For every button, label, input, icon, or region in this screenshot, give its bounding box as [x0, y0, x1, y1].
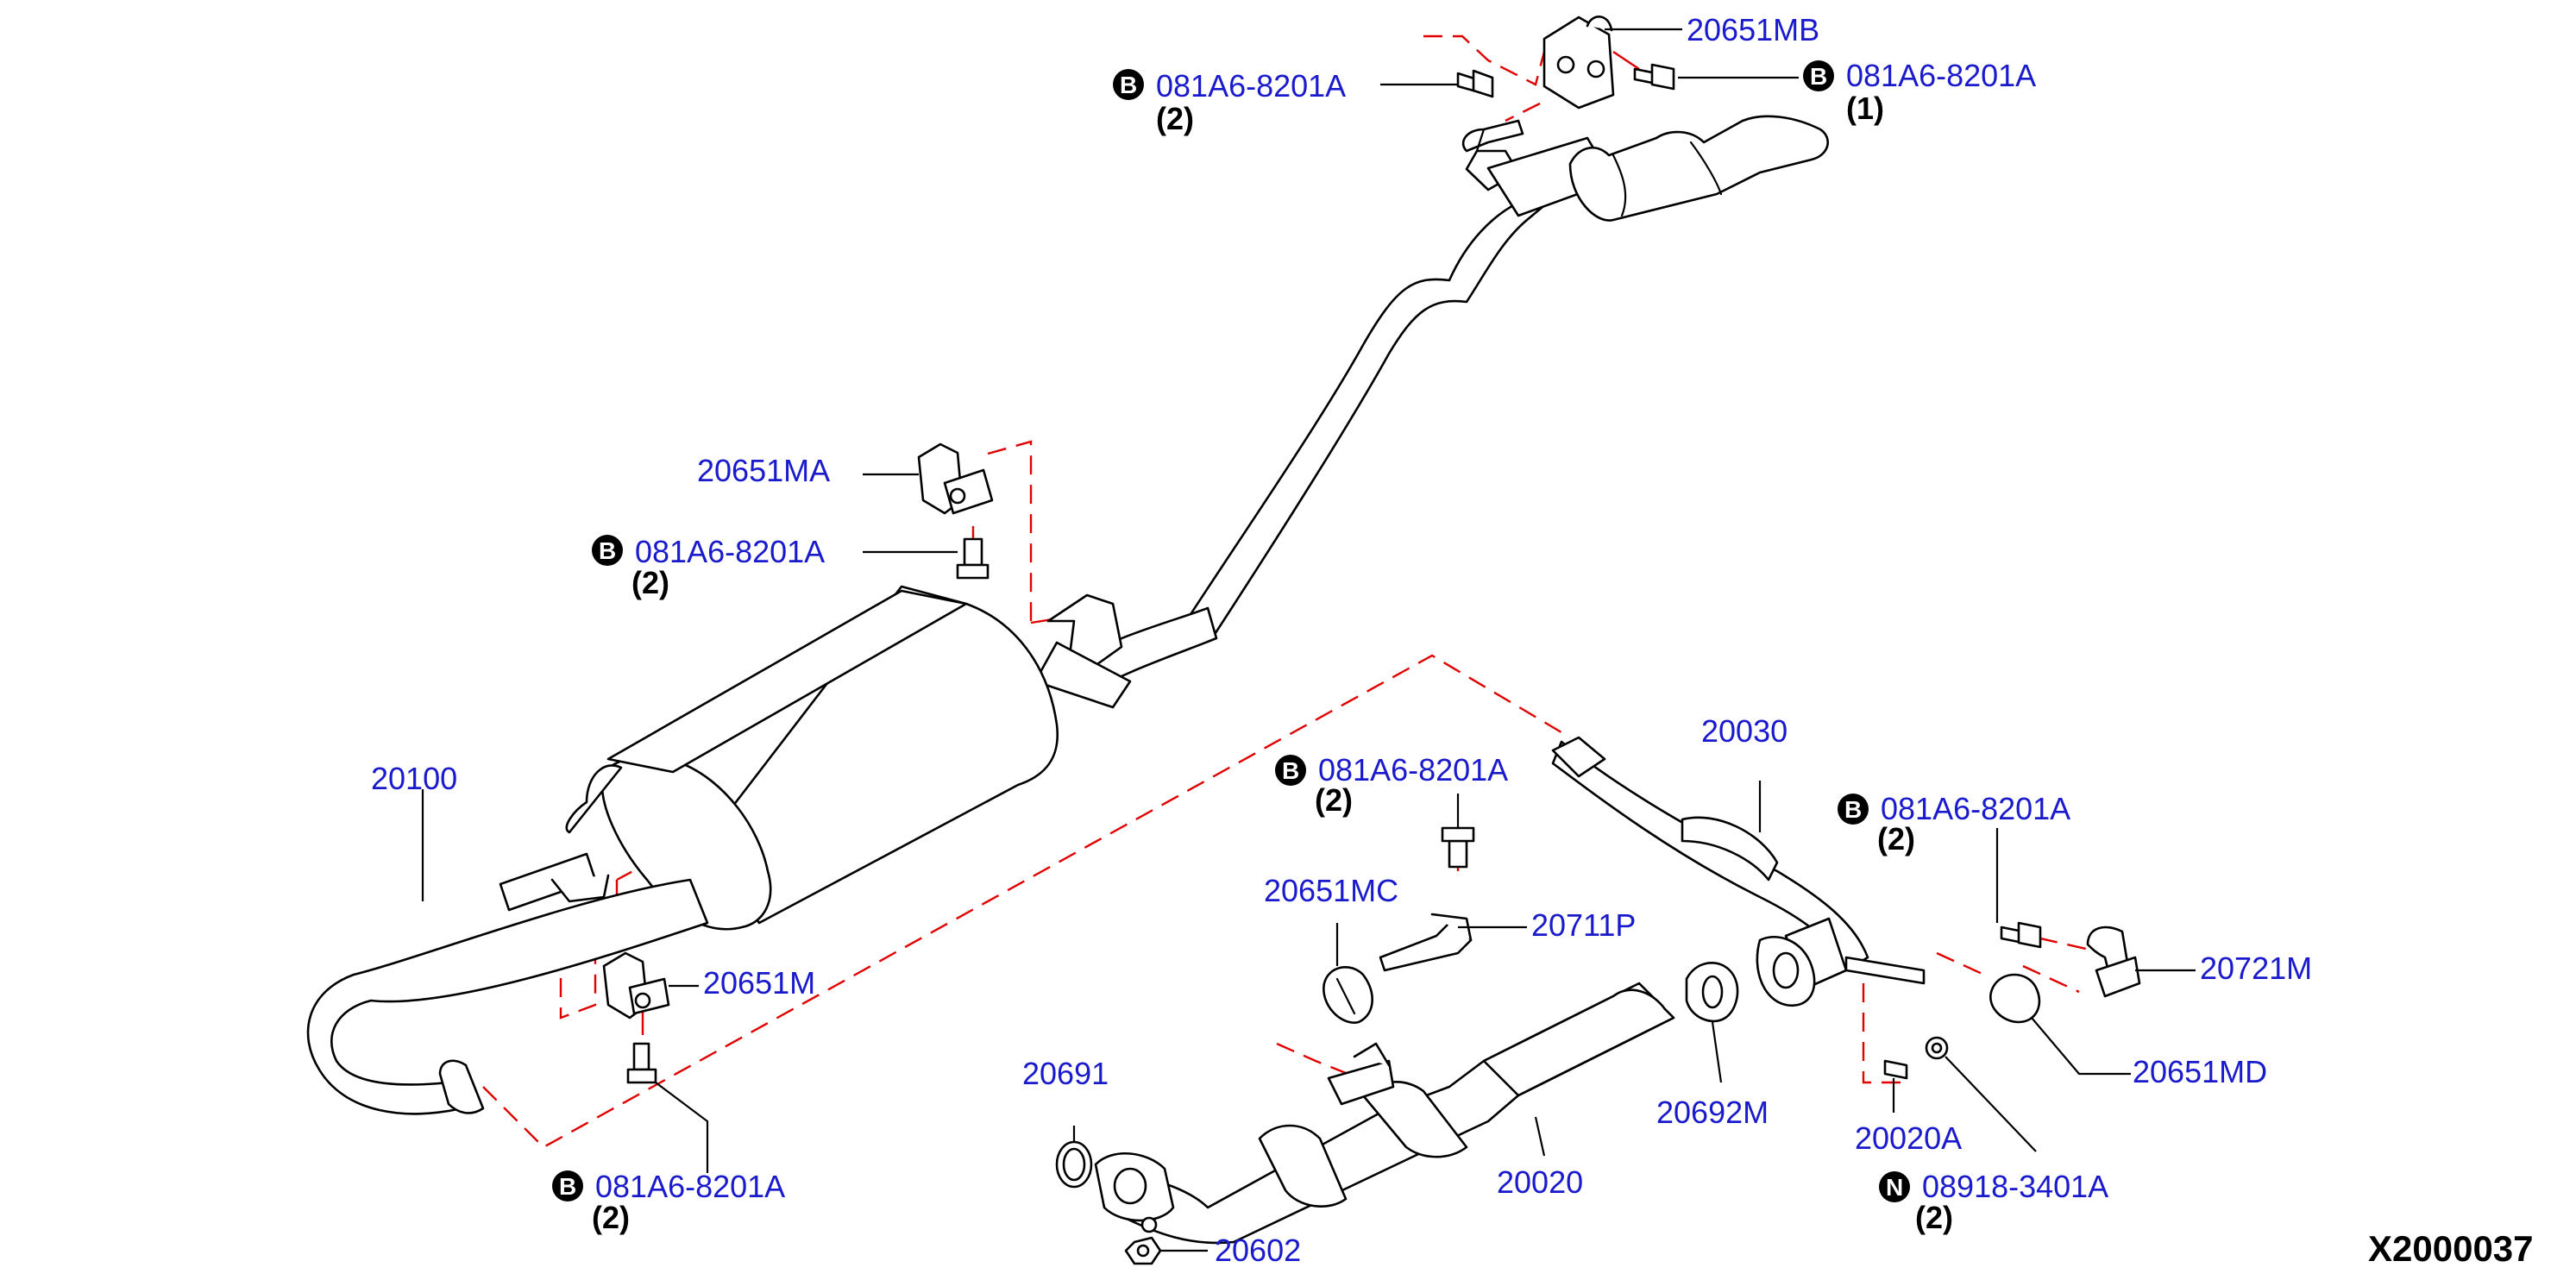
label-08918-3401A: 08918-3401A: [1922, 1169, 2108, 1204]
label-081A6-bottom-left: 081A6-8201A: [595, 1169, 785, 1204]
bolt-badge-mid-left: [592, 535, 623, 566]
label-20651MC: 20651MC: [1264, 873, 1398, 908]
badge-letter-center: B: [1282, 757, 1299, 784]
hanger-bracket-20651M: [602, 951, 670, 1020]
stud-20020A: [1883, 1059, 1908, 1080]
bolt-mid-left: [956, 537, 990, 580]
badge-letter-top-left: B: [1120, 72, 1137, 98]
label-081A6-top-right: 081A6-8201A: [1846, 58, 2036, 93]
tail-pipe: [1184, 115, 1829, 640]
rubber-mount-20651MC: [1323, 966, 1373, 1024]
label-20030: 20030: [1701, 713, 1787, 749]
label-081A6-right: 081A6-8201A: [1881, 791, 2070, 826]
badge-letter-mid-left: B: [599, 537, 616, 564]
qty-top-right: (1): [1846, 91, 1884, 126]
label-20651MB: 20651MB: [1687, 12, 1819, 47]
qty-bottom-left: (2): [592, 1200, 630, 1235]
label-20100: 20100: [371, 761, 457, 796]
label-20691: 20691: [1022, 1056, 1109, 1091]
label-081A6-top-left: 081A6-8201A: [1156, 68, 1346, 104]
bolt-center: [1441, 826, 1475, 869]
bolt-badge-top-left: [1113, 69, 1144, 100]
gasket-20692M: [1685, 962, 1739, 1023]
part-labels: 20651MB B 081A6-8201A (2) B 081A6-8201A …: [371, 12, 2534, 1269]
nut-08918-3401A: [1925, 1036, 1949, 1060]
label-20651MA: 20651MA: [697, 453, 830, 488]
rubber-mount-20651MD: [1989, 973, 2041, 1024]
hanger-rod-20711P: [1379, 913, 1473, 972]
nut-badge: [1879, 1171, 1910, 1202]
gasket-ring-20691: [1055, 1140, 1093, 1189]
rear-muffler-assembly: [306, 585, 1218, 1115]
bolt-right: [2000, 921, 2042, 949]
hanger-bracket-20651MA: [917, 442, 994, 515]
nut-20602: [1124, 1236, 1162, 1265]
bolt-bottom-left: [626, 1042, 657, 1084]
label-081A6-center: 081A6-8201A: [1318, 752, 1508, 787]
badge-letter-bottom-left: B: [559, 1173, 576, 1200]
qty-right: (2): [1877, 821, 1915, 856]
label-20651M: 20651M: [703, 965, 815, 1001]
label-20020: 20020: [1497, 1164, 1583, 1200]
qty-08918: (2): [1915, 1200, 1953, 1235]
label-20721M: 20721M: [2200, 951, 2312, 986]
front-tube-20030: [1551, 736, 1926, 1007]
label-081A6-mid-left: 081A6-8201A: [635, 534, 825, 569]
badge-letter-top-right: B: [1810, 63, 1827, 90]
qty-center: (2): [1315, 782, 1353, 818]
bolt-badge-right: [1838, 794, 1869, 825]
bolt-top-left: [1456, 69, 1494, 98]
label-20602: 20602: [1215, 1233, 1301, 1268]
diagram-id: X2000037: [2368, 1228, 2534, 1269]
label-20020A: 20020A: [1855, 1120, 1962, 1156]
label-20692M: 20692M: [1656, 1095, 1769, 1130]
badge-letter-right: B: [1844, 796, 1862, 823]
bolt-badge-top-right: [1803, 60, 1834, 91]
label-20711P: 20711P: [1531, 907, 1636, 943]
label-20651MD: 20651MD: [2133, 1054, 2267, 1089]
badge-letter-nut: N: [1886, 1174, 1903, 1201]
bolt-badge-center: [1275, 755, 1306, 786]
qty-mid-left: (2): [631, 565, 669, 600]
leader-lines: [421, 28, 2196, 1252]
catalytic-converter-20020: [1094, 982, 1675, 1245]
bolt-top-right: [1633, 63, 1675, 91]
bolt-badge-bottom-left: [552, 1170, 583, 1202]
qty-top-left: (2): [1156, 101, 1194, 136]
hanger-bracket-20651MB: [1542, 16, 1615, 110]
hanger-rod-20721M: [2086, 925, 2141, 998]
